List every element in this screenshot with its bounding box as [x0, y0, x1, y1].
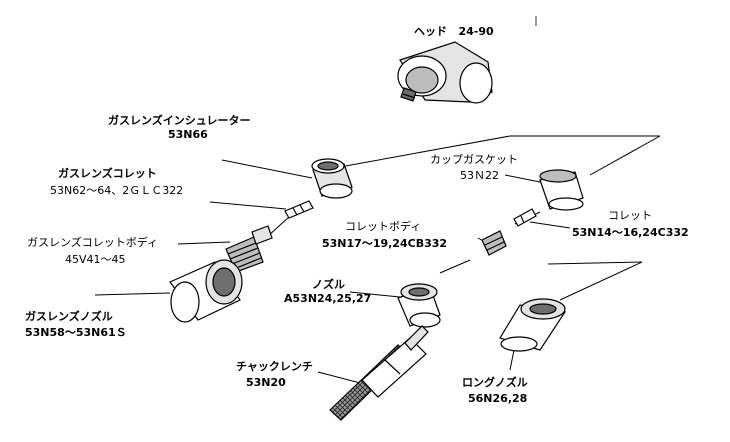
long-nozzle-name: ロングノズル — [462, 376, 528, 389]
nozzle-label: ノズル A53N24,25,27 — [284, 278, 371, 306]
gas-lens-insulator-label: ガスレンズインシュレーター 53N66 — [108, 114, 251, 142]
gas-lens-nozzle-code: 53N58～53N61Ｓ — [25, 326, 127, 339]
collet-body-code: 53N17～19,24CB332 — [322, 237, 448, 250]
collet-body-code-label: 53N17～19,24CB332 — [322, 237, 447, 251]
gas-lens-insulator-name: ガスレンズインシュレーター — [108, 114, 251, 127]
cup-gasket-label: カップガスケット 53Ｎ22 — [430, 153, 518, 183]
collet-name: コレット — [608, 209, 652, 222]
collet-body-label: コレットボディ — [345, 220, 421, 234]
gas-lens-insulator-part — [311, 158, 353, 199]
leader-lines — [94, 159, 571, 386]
gas-lens-collet-name: ガスレンズコレット — [58, 167, 157, 180]
chuck-wrench-code: 53N20 — [246, 376, 286, 389]
cup-gasket-name: カップガスケット — [430, 153, 518, 166]
gas-lens-collet-code: 53N62～64、2ＧＬＣ322 — [50, 184, 184, 197]
cup-gasket-code: 53Ｎ22 — [460, 169, 499, 182]
collet-part — [513, 208, 537, 227]
head-code: 24-90 — [458, 25, 494, 38]
gas-lens-collet-body-name: ガスレンズコレットボディ — [27, 236, 159, 249]
gas-lens-collet-label: ガスレンズコレット — [58, 167, 157, 181]
nozzle-name: ノズル — [312, 278, 345, 291]
gas-lens-collet-code-label: 53N62～64、2ＧＬＣ322 — [50, 184, 183, 198]
long-nozzle-code: 56N26,28 — [468, 392, 528, 405]
head-label: ヘッド 24-90 — [414, 25, 494, 39]
cup-gasket-part — [539, 169, 584, 211]
gas-lens-collet-body-code: 45V41～45 — [65, 253, 126, 266]
chuck-wrench-label: チャックレンチ 53N20 — [236, 360, 313, 390]
assembly-axis-lines — [224, 135, 661, 301]
collet-code: 53N14～16,24C332 — [572, 226, 689, 239]
collet-label: コレット — [608, 209, 652, 223]
collet-body-part — [481, 230, 507, 256]
nozzle-code: A53N24,25,27 — [284, 292, 372, 305]
collet-code-label: 53N14～16,24C332 — [572, 226, 689, 240]
gas-lens-collet-body-part — [225, 225, 273, 273]
chuck-wrench-name: チャックレンチ — [236, 360, 313, 373]
gas-lens-nozzle-name: ガスレンズノズル — [25, 310, 113, 323]
nozzle-part — [397, 283, 441, 328]
head-name: ヘッド — [414, 25, 447, 38]
head-part — [397, 16, 537, 104]
collet-body-name: コレットボディ — [345, 220, 422, 233]
gas-lens-nozzle-label: ガスレンズノズル 53N58～53N61Ｓ — [25, 310, 127, 340]
chuck-wrench-part — [329, 325, 429, 421]
long-nozzle-part — [499, 298, 567, 352]
gas-lens-collet-body-label: ガスレンズコレットボディ 45V41～45 — [27, 236, 158, 267]
gas-lens-insulator-code: 53N66 — [168, 128, 208, 141]
gas-lens-collet-part — [284, 200, 314, 219]
gas-lens-nozzle-part — [169, 259, 243, 323]
long-nozzle-label: ロングノズル 56N26,28 — [462, 376, 528, 406]
